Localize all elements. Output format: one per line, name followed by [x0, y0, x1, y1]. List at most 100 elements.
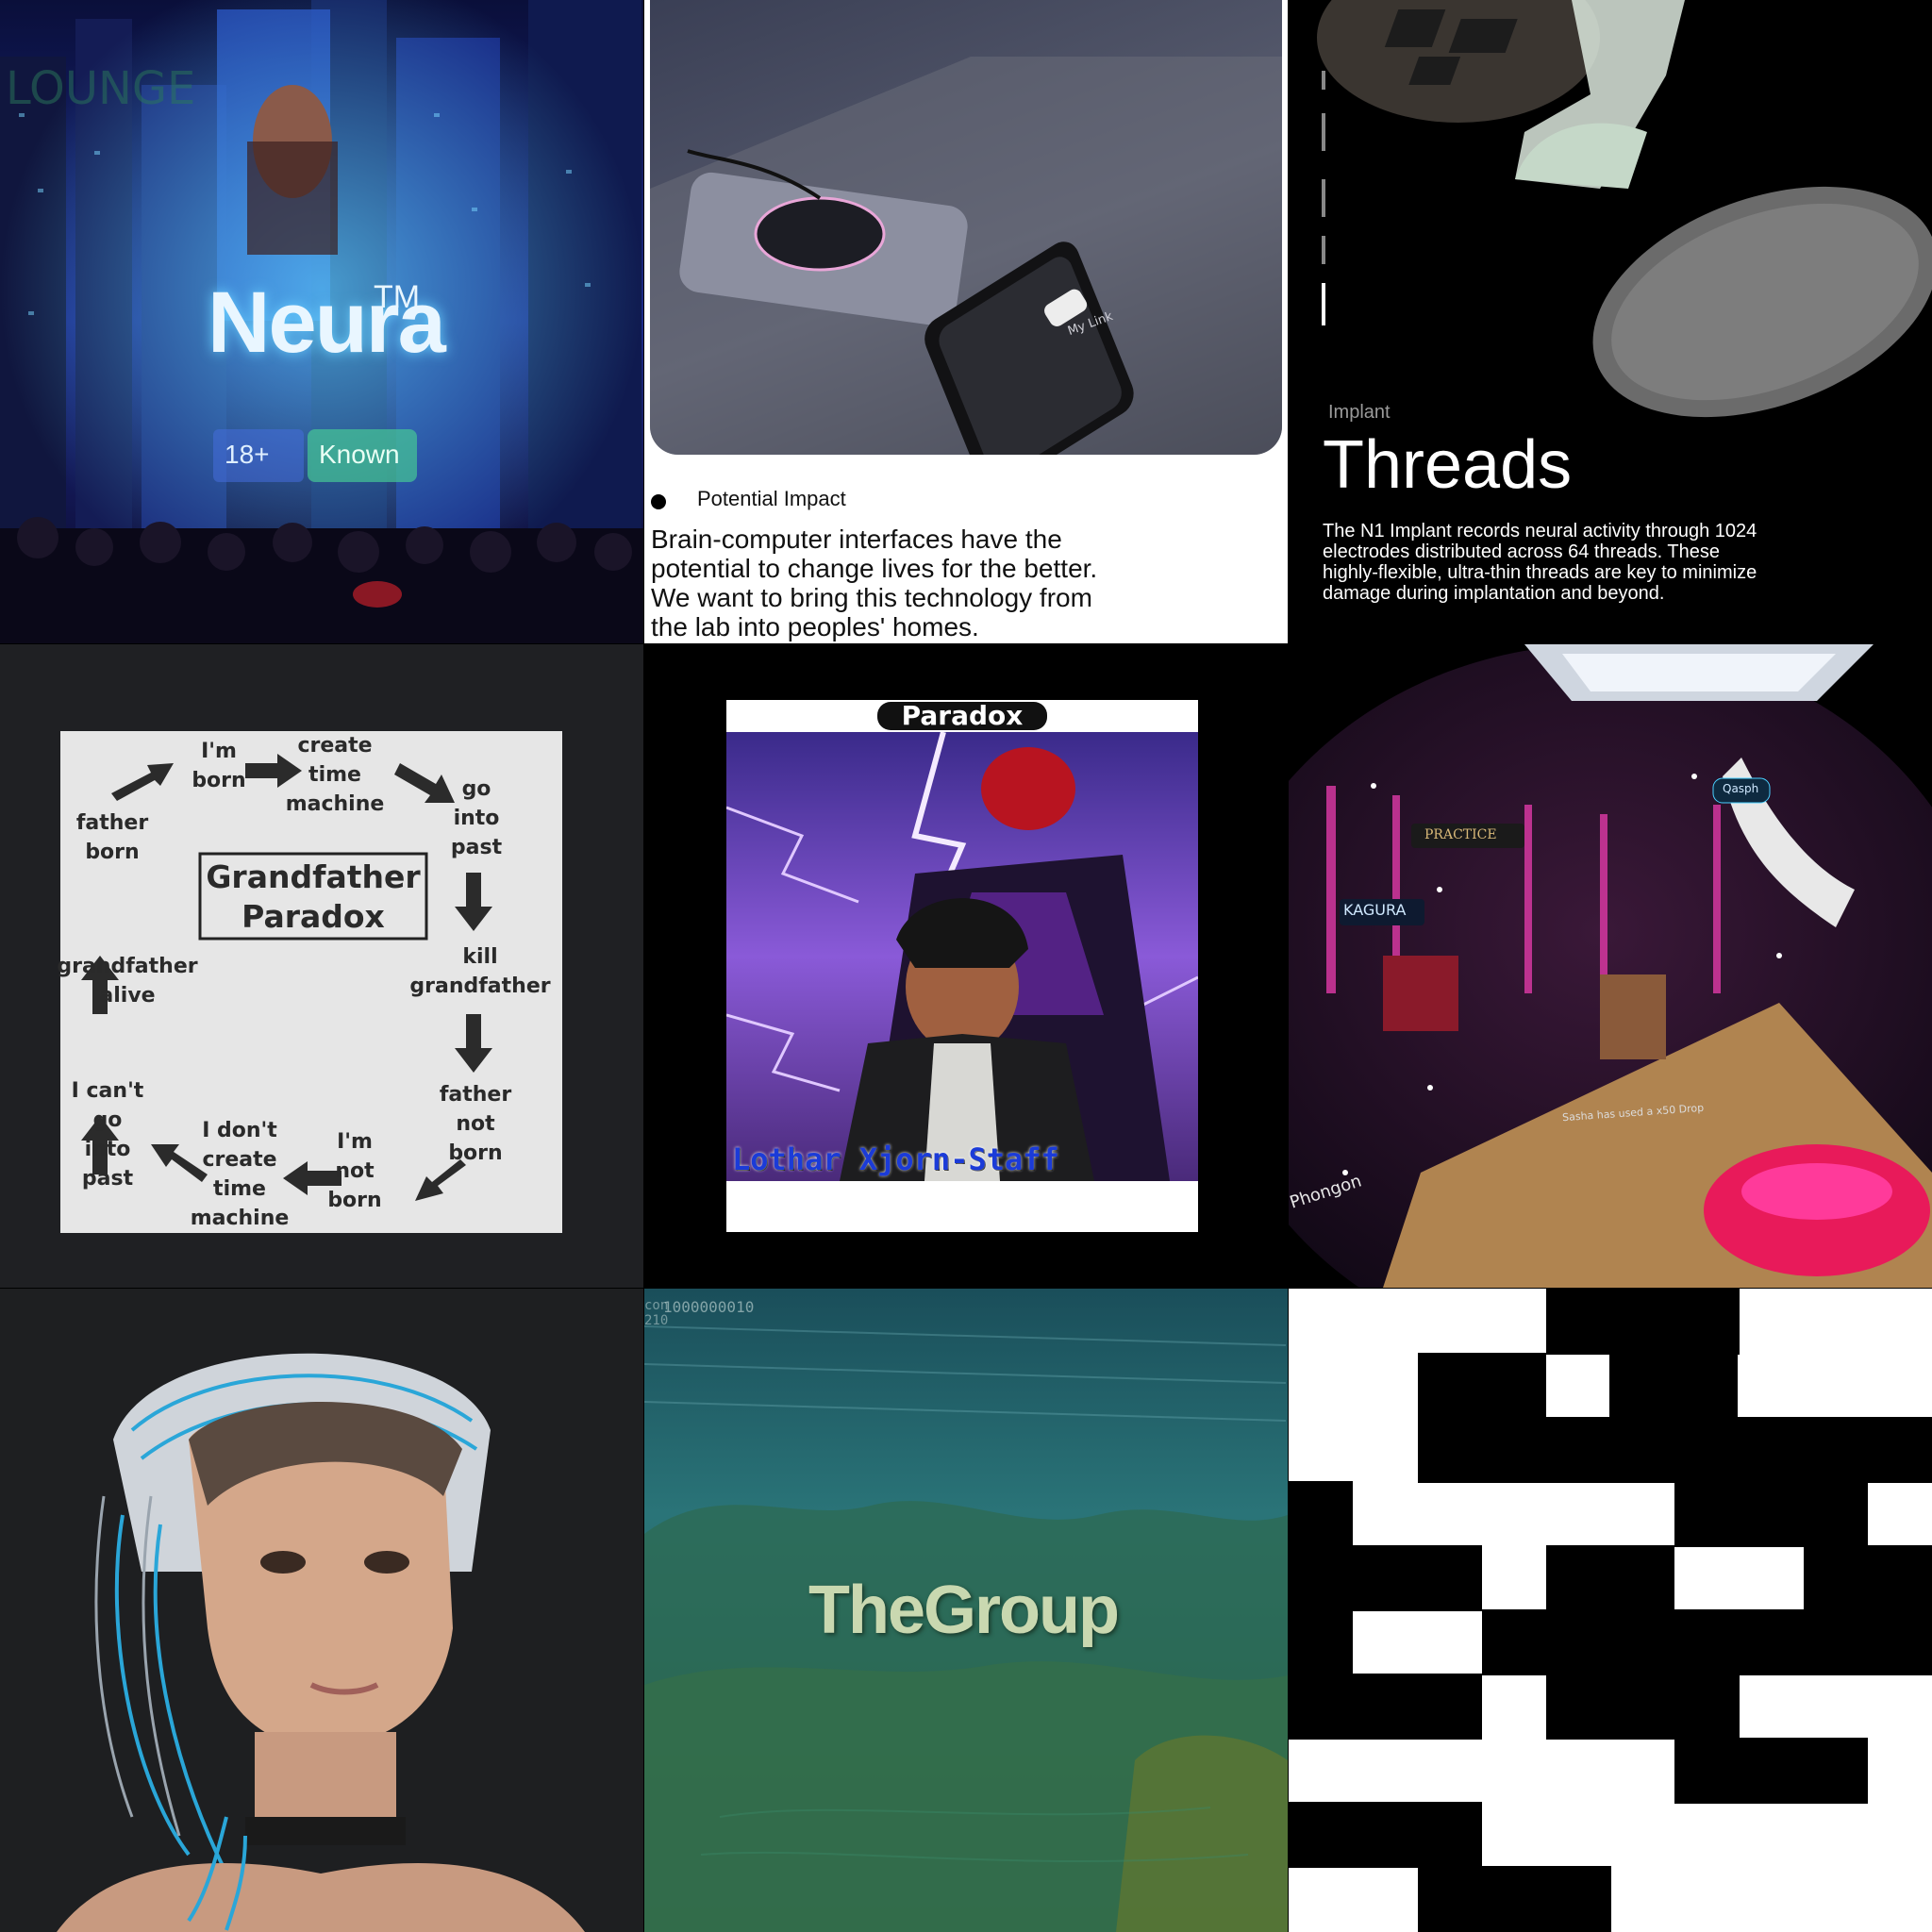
underwater-scene [644, 1289, 1288, 1932]
node-text: create [297, 734, 373, 758]
center-title: Grandfather Paradox [200, 858, 426, 937]
node-i-dont-create: I don't create time machine [183, 1116, 296, 1233]
node-text: grandfather [409, 974, 551, 998]
node-text: alive [99, 984, 156, 1008]
node-text: not [456, 1112, 495, 1136]
arrow-down-2 [455, 1014, 492, 1073]
implant-label: Implant [1328, 402, 1391, 423]
thegroup-top-text: 1000000010 [663, 1298, 755, 1316]
poster-header: Paradox [901, 700, 1024, 731]
section-label: Potential Impact [697, 487, 846, 510]
node-i-cant-go: I can't go into past [60, 1076, 155, 1193]
vr-sign-practice: PRACTICE [1424, 827, 1497, 842]
node-text: machine [190, 1207, 290, 1230]
neura-logo: Neura [208, 275, 446, 371]
arrow-up-2 [81, 1116, 119, 1174]
center-title-line-1: Grandfather [206, 858, 421, 895]
vr-sign-kagura: KAGURA [1343, 901, 1407, 919]
age-badge: 18+ [213, 429, 304, 482]
black-white-pixel-pattern [1289, 1289, 1932, 1932]
node-text: born [448, 1141, 503, 1165]
node-text: into [453, 807, 500, 830]
arrow-down-right [394, 763, 455, 803]
node-father-not-born: father not born [428, 1080, 523, 1168]
arrow-down-left [415, 1159, 466, 1201]
node-text: I don't [202, 1119, 277, 1142]
thegroup-logo: TheGroup [808, 1573, 1120, 1648]
paradox-diagram-card: Grandfather Paradox I'm born create time… [57, 731, 562, 1233]
body-line-1: Brain-computer interfaces have the [651, 525, 1062, 554]
node-text: past [450, 836, 503, 859]
poster-header-box [877, 702, 1047, 730]
arrow-up-1 [81, 956, 119, 1014]
arrow-up-left [151, 1144, 208, 1182]
poster-art [726, 732, 1198, 1181]
node-kill-grandfather: kill grandfather [409, 942, 551, 1001]
node-text: I'm [201, 740, 237, 763]
neura-tm: TM [374, 279, 421, 315]
node-text: kill [462, 945, 498, 969]
node-text: machine [285, 792, 385, 816]
product-photo: My Link [650, 0, 1282, 455]
node-text: born [327, 1189, 382, 1212]
body-line-3: We want to bring this technology from [651, 583, 1092, 612]
center-box [198, 852, 428, 941]
thegroup-corner-text: con 210 [644, 1298, 669, 1328]
tile-neura-city[interactable]: LOUNGE Neura TM 18+ Known [0, 0, 643, 643]
threads-line-1: The N1 Implant records neural activity t… [1323, 521, 1757, 541]
node-text: father [439, 1083, 512, 1107]
node-text: not [335, 1159, 375, 1183]
known-badge: Known [308, 429, 417, 482]
tile-thegroup-underwater[interactable]: 1000000010 con 210 TheGroup [644, 1289, 1288, 1932]
arrow-down-1 [455, 873, 492, 931]
tile-cyborg-portrait[interactable] [0, 1289, 643, 1932]
tile-paradox-poster[interactable]: Paradox Lothar Xjorn-Staff [644, 644, 1288, 1288]
age-badge-label: 18+ [225, 440, 270, 469]
tile-pixel-pattern[interactable] [1289, 1289, 1932, 1932]
node-im-born: I'm born [181, 737, 257, 795]
node-create-time-machine: create time machine [283, 731, 387, 819]
charger-phone-scene [650, 57, 1282, 455]
arrow-up-right-1 [111, 763, 174, 801]
corner-text: LOUNGE [6, 62, 196, 115]
threads-title: Threads [1323, 427, 1573, 503]
poster-name: Lothar Xjorn-Staff [732, 1141, 1059, 1177]
threads-line-3: highly-flexible, ultra-thin threads are … [1323, 562, 1757, 583]
lightning-character-art [726, 732, 1198, 1181]
node-text: time [213, 1177, 266, 1201]
vr-club-scene [1289, 644, 1932, 1288]
node-text: I'm [337, 1130, 373, 1154]
bullet-dot [651, 494, 666, 509]
cyborg-portrait [57, 1353, 585, 1932]
node-text: into [84, 1138, 131, 1161]
implant-render [1317, 0, 1932, 418]
node-father-born: father born [70, 808, 155, 867]
node-text: create [202, 1148, 277, 1172]
tile-potential-impact[interactable]: My Link Potential Impact Brain-computer … [644, 0, 1288, 643]
node-text: grandfather [57, 955, 198, 978]
node-go-into-past: go into past [434, 774, 519, 862]
node-grandfather-alive: grandfather alive [57, 952, 198, 1010]
tile-vr-scene[interactable]: KAGURA PRACTICE Phongon Qasph Sasha has … [1289, 644, 1932, 1288]
tile-threads[interactable]: Implant Threads The N1 Implant records n… [1289, 0, 1932, 643]
vr-sign-qasph: Qasph [1723, 782, 1759, 795]
arrow-right [245, 754, 302, 788]
tile-grandfather-paradox[interactable]: Grandfather Paradox I'm born create time… [0, 644, 643, 1288]
center-title-line-2: Paradox [242, 898, 385, 935]
node-text: I can't [71, 1079, 144, 1103]
threads-line-2: electrodes distributed across 64 threads… [1323, 541, 1720, 562]
body-line-2: potential to change lives for the better… [651, 554, 1098, 583]
node-text: past [81, 1167, 134, 1191]
node-im-not-born: I'm not born [317, 1127, 392, 1215]
threads-line-4: damage during implantation and beyond. [1323, 583, 1665, 604]
node-text: born [192, 769, 246, 792]
known-badge-label: Known [319, 440, 400, 469]
poster-frame: Paradox Lothar Xjorn-Staff [726, 700, 1198, 1232]
node-text: time [308, 763, 361, 787]
node-text: go [461, 777, 491, 801]
node-text: father [75, 811, 149, 835]
node-text: born [85, 841, 140, 864]
body-line-4: the lab into peoples' homes. [651, 612, 979, 641]
arrow-left [283, 1161, 341, 1195]
